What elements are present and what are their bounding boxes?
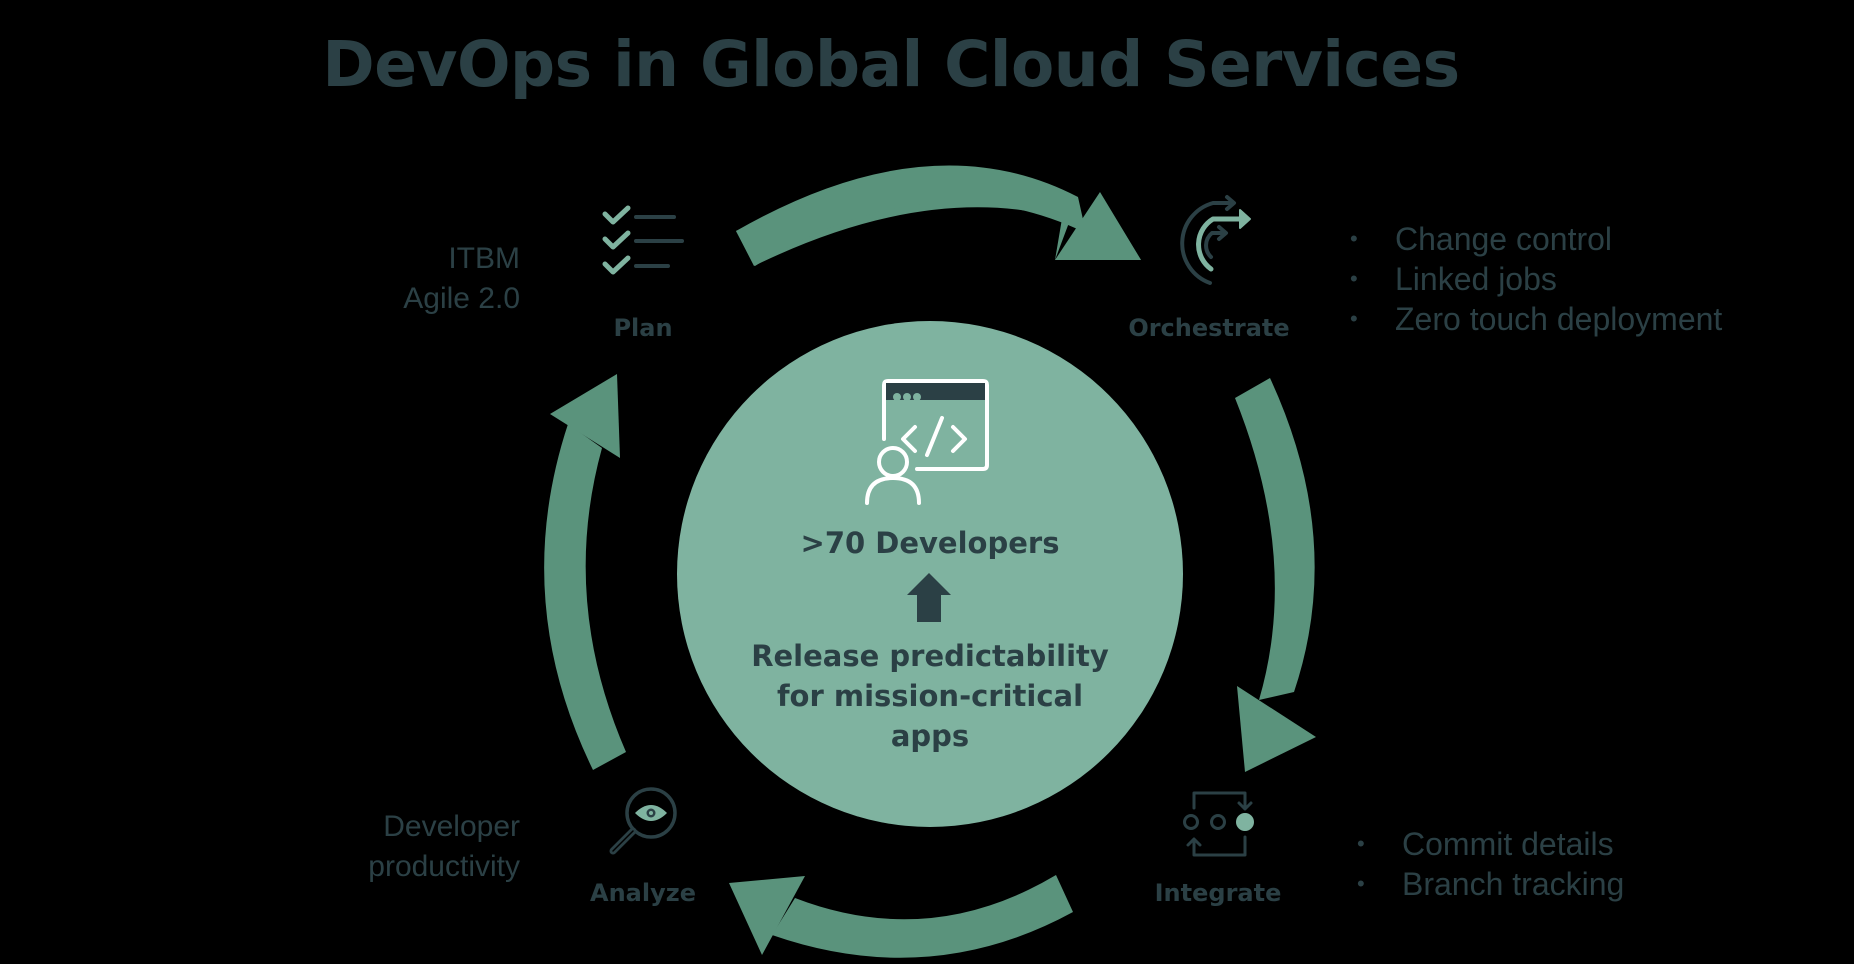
outcome-line: Release predictability bbox=[751, 639, 1109, 673]
checklist-icon bbox=[602, 205, 684, 275]
outcome-line: for mission-critical bbox=[776, 679, 1084, 713]
analyze-side-notes: Developer productivity bbox=[220, 807, 520, 887]
outcome-statement: Release predictability for mission-criti… bbox=[680, 636, 1180, 756]
side-note-itbm: ITBM bbox=[448, 242, 520, 275]
bullet-item: •Linked jobs bbox=[1350, 261, 1557, 297]
bullet-dot-icon: • bbox=[1350, 266, 1358, 291]
cycle-arrow-top-band bbox=[736, 165, 1086, 266]
bullet-dot-icon: • bbox=[1350, 226, 1358, 251]
orchestrate-bullet-list: •Change control •Linked jobs •Zero touch… bbox=[1350, 219, 1722, 339]
bullet-dot-icon: • bbox=[1350, 306, 1358, 331]
cycle-arrow-left-band bbox=[544, 424, 626, 770]
developer-code-window-icon bbox=[865, 379, 989, 505]
integrate-cycle-icon bbox=[1183, 791, 1254, 857]
orchestrate-arrows-icon bbox=[1180, 195, 1251, 285]
cycle-arrow-bottom-band bbox=[772, 875, 1073, 958]
magnifier-eye-icon bbox=[609, 787, 677, 855]
up-arrow-icon bbox=[907, 573, 951, 622]
stage-label-analyze: Analyze bbox=[590, 879, 696, 907]
bullet-item: •Commit details bbox=[1357, 826, 1614, 862]
cycle-arrow-bottom-head bbox=[729, 876, 805, 955]
page-title: DevOps in Global Cloud Services bbox=[322, 28, 1460, 101]
bullet-item: •Branch tracking bbox=[1357, 866, 1625, 902]
cycle-arrow-left-head bbox=[550, 374, 620, 458]
stage-label-integrate: Integrate bbox=[1154, 879, 1282, 907]
developer-count-label: >70 Developers bbox=[800, 526, 1060, 560]
stage-label-plan: Plan bbox=[613, 314, 673, 342]
stage-label-orchestrate: Orchestrate bbox=[1128, 314, 1290, 342]
side-note-productivity: productivity bbox=[368, 850, 520, 883]
side-note-developer: Developer bbox=[383, 810, 520, 843]
bullet-item: •Change control bbox=[1350, 221, 1613, 257]
plan-side-notes: ITBM Agile 2.0 bbox=[220, 239, 520, 319]
cycle-arrow-right-head bbox=[1237, 686, 1316, 772]
bullet-dot-icon: • bbox=[1357, 871, 1365, 896]
cycle-arrow-top-head bbox=[1057, 193, 1141, 260]
outcome-line: apps bbox=[890, 719, 970, 753]
bullet-dot-icon: • bbox=[1357, 831, 1365, 856]
integrate-bullet-list: •Commit details •Branch tracking bbox=[1357, 824, 1624, 904]
bullet-item: •Zero touch deployment bbox=[1350, 301, 1723, 337]
side-note-agile: Agile 2.0 bbox=[403, 282, 520, 315]
cycle-arrow-right-band bbox=[1235, 378, 1315, 700]
